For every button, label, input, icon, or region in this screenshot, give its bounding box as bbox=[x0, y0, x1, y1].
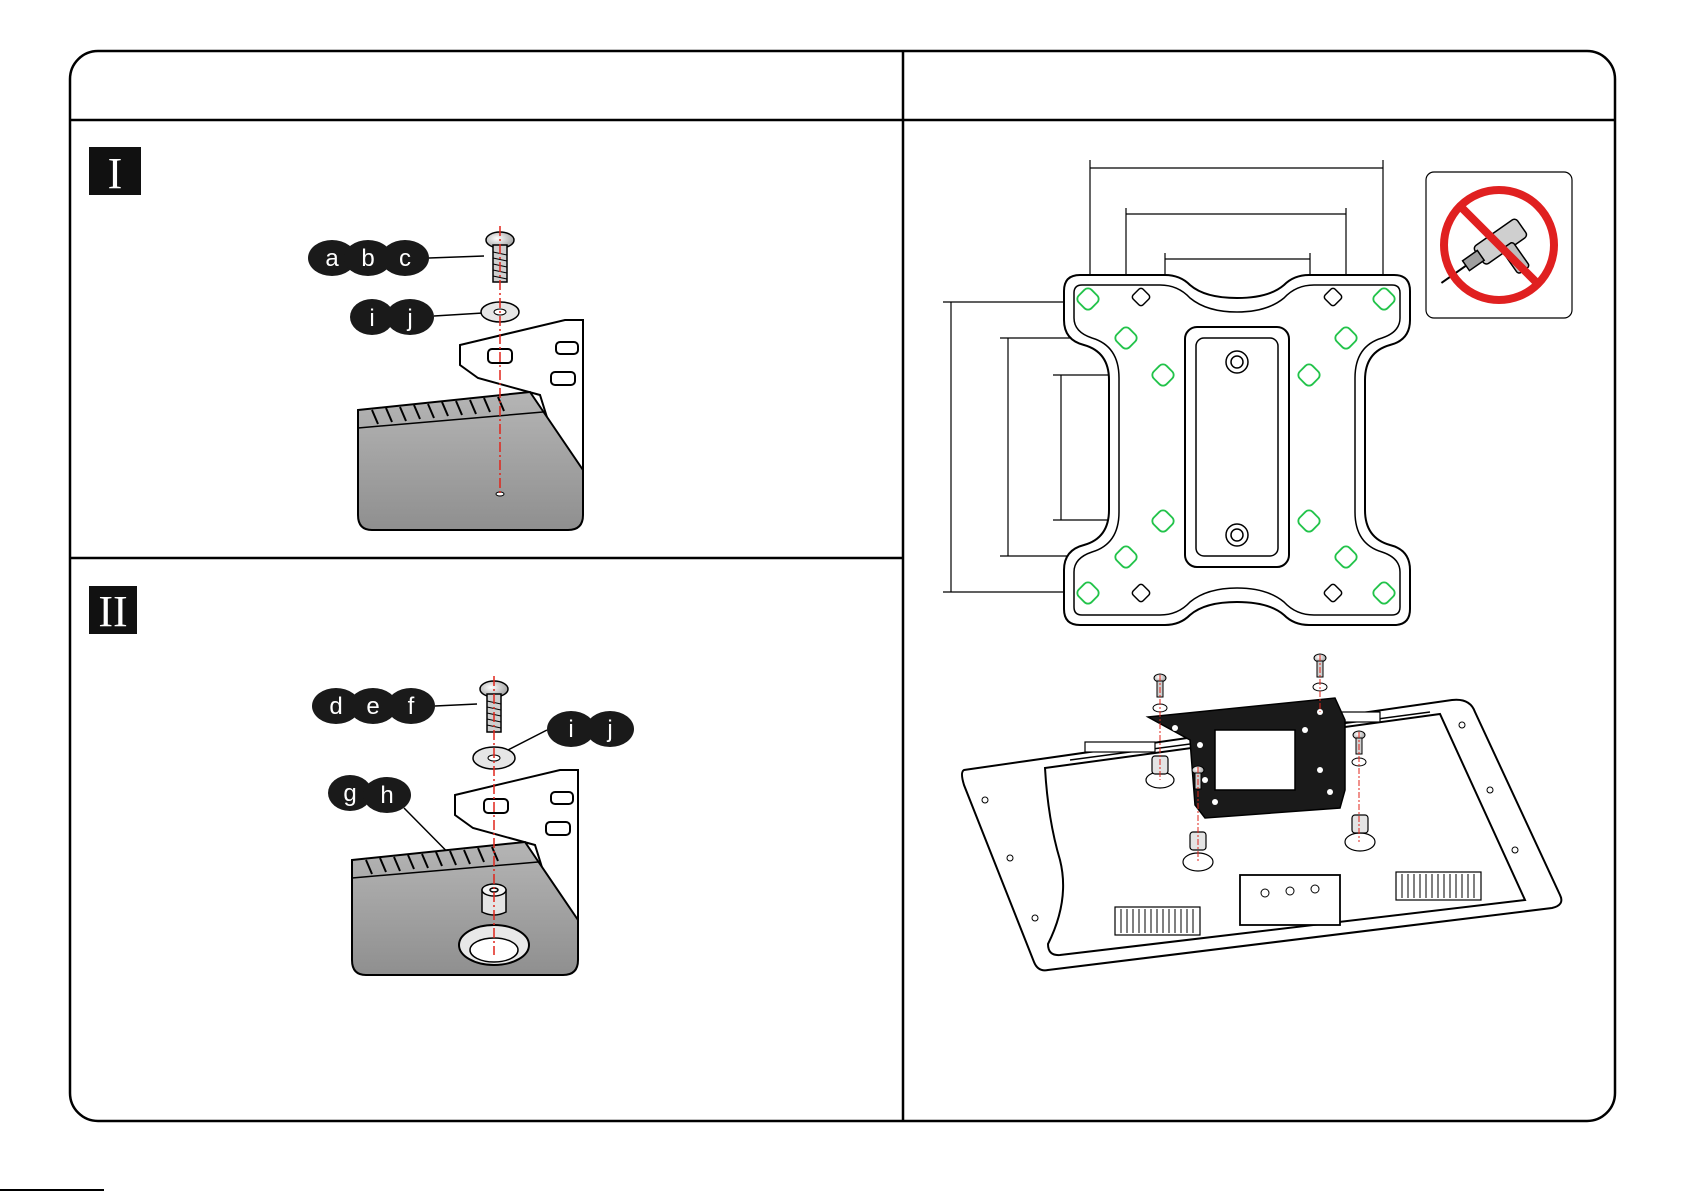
step-1-numeral: I bbox=[108, 149, 123, 198]
screw-icon-2 bbox=[480, 681, 508, 732]
monitor-back bbox=[962, 654, 1561, 970]
vesa-plate bbox=[943, 160, 1410, 625]
step-1: I a b c i j bbox=[89, 147, 583, 530]
label-f: f bbox=[408, 693, 415, 720]
step-2-badge: II bbox=[89, 586, 137, 636]
step-2: II d e f i j g h bbox=[89, 586, 634, 975]
step-1-screw-labels: a b c bbox=[308, 240, 484, 276]
label-e: e bbox=[366, 693, 379, 720]
step-1-washer-labels: i j bbox=[350, 299, 483, 335]
no-power-drill-icon bbox=[1426, 172, 1572, 318]
step-2-numeral: II bbox=[98, 587, 127, 636]
label-c: c bbox=[399, 245, 411, 272]
label-j: j bbox=[406, 305, 412, 332]
page-rule bbox=[0, 1189, 104, 1191]
step-2-washer-labels: i j bbox=[508, 711, 634, 750]
label-h: h bbox=[380, 782, 393, 809]
step-2-screw-labels: d e f bbox=[312, 688, 477, 724]
label-g: g bbox=[343, 780, 356, 807]
label-b: b bbox=[361, 245, 374, 272]
label-a: a bbox=[325, 245, 339, 272]
label-i: i bbox=[369, 305, 374, 332]
step-1-badge: I bbox=[89, 147, 141, 198]
label-i-2: i bbox=[568, 716, 573, 743]
label-j-2: j bbox=[606, 716, 612, 743]
label-d: d bbox=[329, 693, 342, 720]
